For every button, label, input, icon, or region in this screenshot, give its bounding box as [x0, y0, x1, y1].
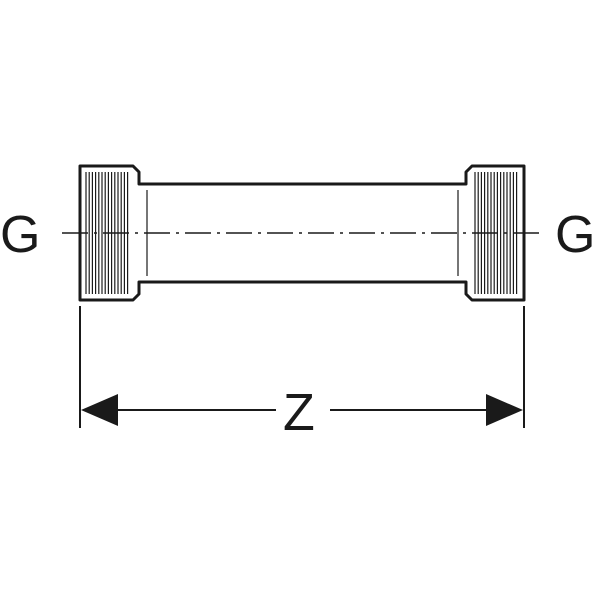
dimension-label: Z [283, 384, 315, 442]
dimension-arrow-right [486, 394, 523, 426]
right-thread-label: G [555, 206, 595, 264]
left-thread-label: G [0, 206, 40, 264]
dimension-arrow-left [81, 394, 118, 426]
